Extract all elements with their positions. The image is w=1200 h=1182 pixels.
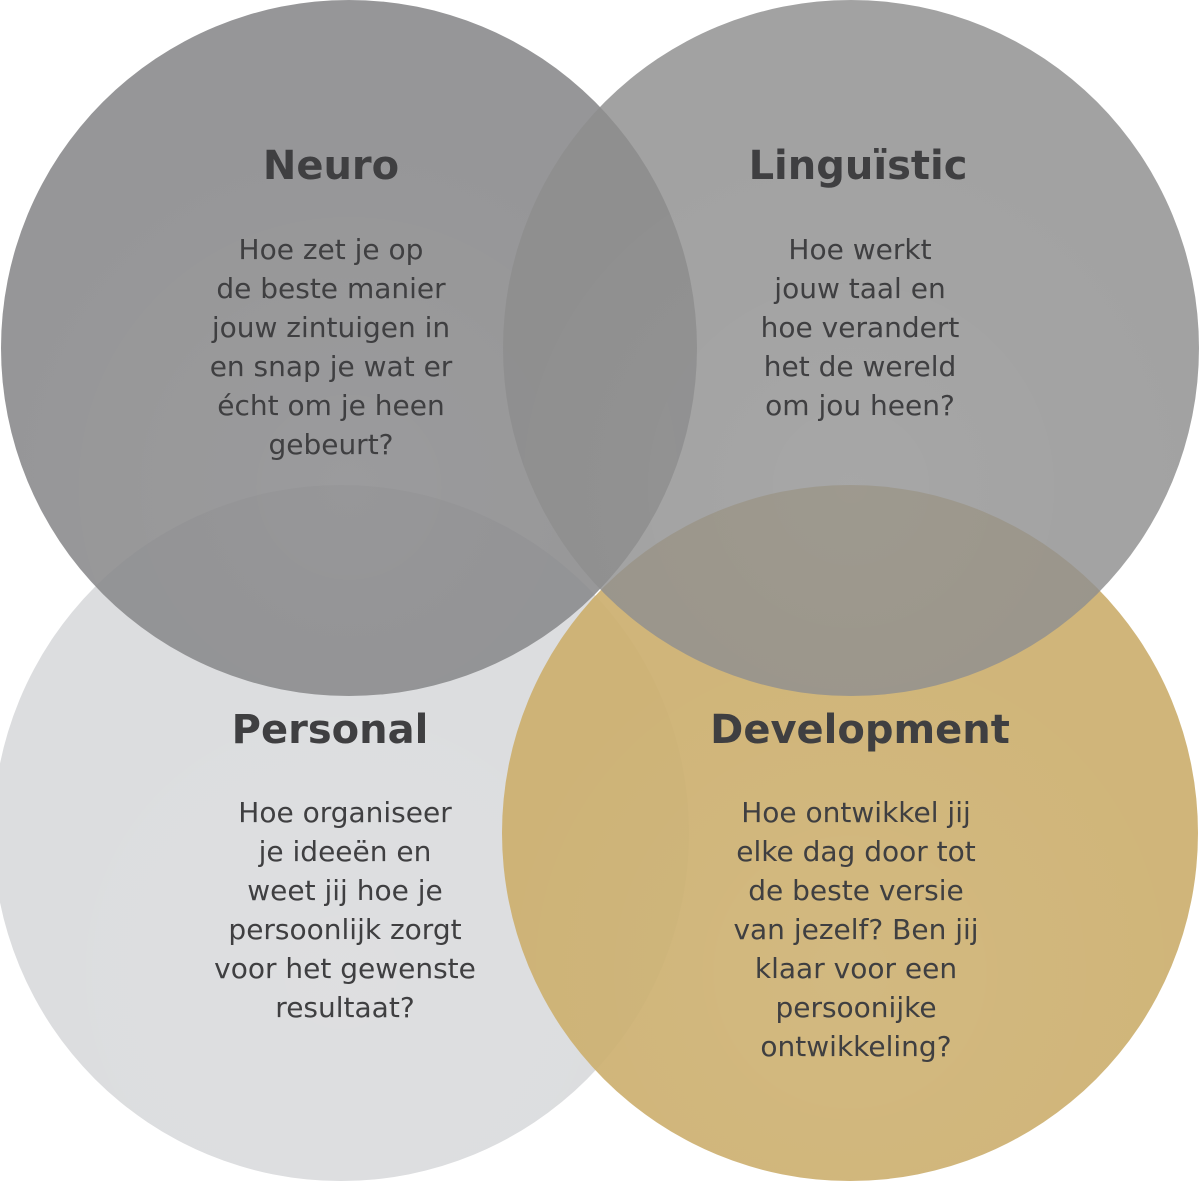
body-line: klaar voor een: [754, 952, 958, 985]
body-line: Hoe ontwikkel jij: [741, 796, 971, 829]
body-line: en snap je wat er: [209, 350, 453, 383]
body-line: hoe verandert: [760, 311, 960, 344]
title-neuro: Neuro: [262, 143, 400, 189]
body-line: je ideeën en: [258, 835, 432, 868]
body-line: de beste versie: [748, 874, 964, 907]
body-line: persoonlijk zorgt: [228, 913, 462, 946]
body-line: écht om je heen: [217, 389, 445, 422]
body-line: jouw zintuigen in: [211, 311, 451, 344]
body-neuro: Hoe zet je op de beste manier jouw zintu…: [210, 230, 453, 464]
body-line: het de wereld: [763, 350, 957, 383]
body-line: ontwikkeling?: [760, 1030, 952, 1063]
title-linguistic: Linguïstic: [748, 143, 968, 189]
body-line: voor het gewenste: [214, 952, 476, 985]
body-line: Hoe werkt: [788, 233, 932, 266]
body-line: persoonijke: [775, 991, 937, 1024]
circle-linguistic: [503, 0, 1199, 696]
body-line: Hoe organiseer: [238, 796, 452, 829]
body-line: weet jij hoe je: [247, 874, 443, 907]
body-line: resultaat?: [275, 991, 415, 1024]
body-line: elke dag door tot: [736, 835, 976, 868]
body-line: om jou heen?: [765, 389, 955, 422]
body-line: van jezelf? Ben jij: [733, 913, 979, 946]
title-personal: Personal: [231, 707, 429, 753]
title-development: Development: [710, 707, 1010, 753]
body-line: de beste manier: [216, 272, 446, 305]
body-development: Hoe ontwikkel jij elke dag door tot de b…: [733, 793, 978, 1066]
body-line: Hoe zet je op: [238, 233, 424, 266]
body-linguistic: Hoe werkt jouw taal en hoe verandert het…: [761, 230, 960, 425]
body-line: jouw taal en: [774, 272, 946, 305]
body-personal: Hoe organiseer je ideeën en weet jij hoe…: [214, 793, 476, 1027]
body-line: gebeurt?: [268, 428, 394, 461]
